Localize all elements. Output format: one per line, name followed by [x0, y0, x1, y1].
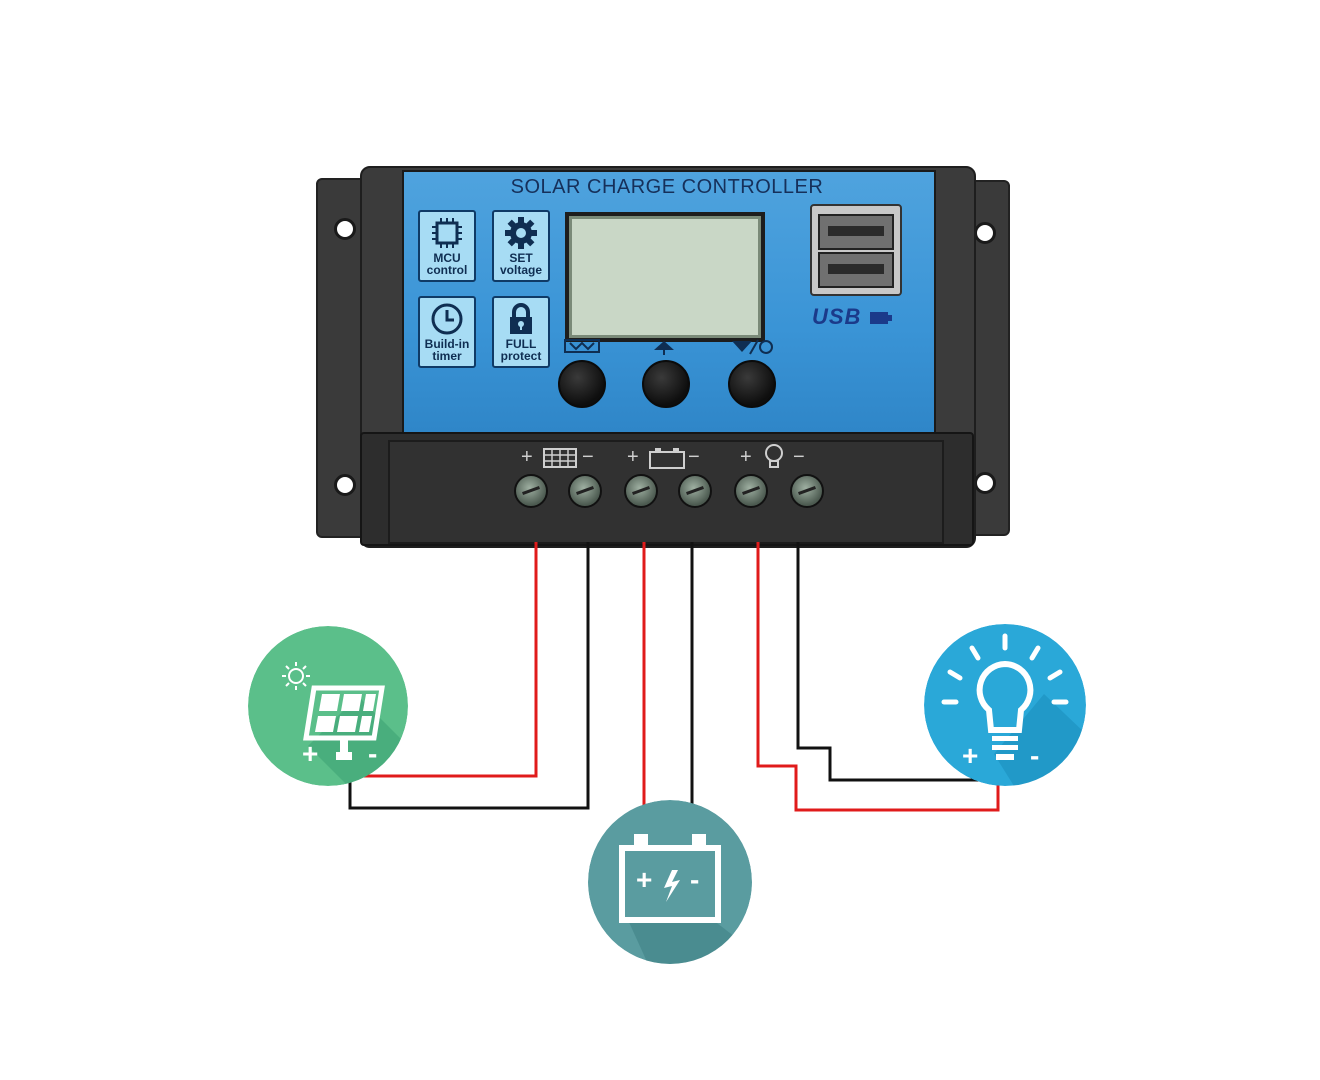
- load-minus-label: -: [1030, 740, 1040, 771]
- terminal-screw-solar-minus[interactable]: [568, 474, 602, 508]
- battery-minus-label: -: [690, 864, 700, 895]
- solar-panel-symbol-icon: [543, 448, 577, 468]
- battery-minus-symbol: −: [688, 446, 700, 468]
- controller-title: SOLAR CHARGE CONTROLLER: [510, 176, 824, 198]
- battery-device: + -: [588, 800, 752, 964]
- down-load-icon: [732, 339, 773, 355]
- solar-panel-device: + -: [248, 626, 408, 786]
- feature-label: voltage: [499, 263, 542, 277]
- usb-battery-icon: [869, 312, 892, 325]
- load-positive-wire: [756, 542, 1000, 812]
- solar-minus-label: -: [368, 738, 378, 769]
- menu-icon: [564, 339, 600, 353]
- solar-panel-icon: [248, 626, 408, 786]
- solar-minus-symbol: −: [582, 446, 594, 468]
- load-minus-symbol: −: [793, 446, 805, 468]
- battery-icon: [588, 800, 752, 964]
- mounting-hole: [334, 474, 356, 496]
- lock-icon: [510, 303, 532, 334]
- feature-label: FULL: [505, 337, 537, 351]
- usb-port[interactable]: [818, 214, 894, 250]
- gear-icon: [505, 217, 537, 249]
- terminal-screw-solar-plus[interactable]: [514, 474, 548, 508]
- lcd-screen: [565, 212, 765, 342]
- chip-icon: [432, 218, 462, 248]
- solar-negative-wire: [348, 542, 590, 810]
- battery-plus-symbol: +: [627, 446, 639, 468]
- terminal-block-front: [388, 440, 944, 544]
- light-bulb-device: + -: [924, 624, 1086, 786]
- menu-button[interactable]: [558, 360, 606, 408]
- battery-symbol-icon: [649, 448, 685, 469]
- terminal-screw-load-minus[interactable]: [790, 474, 824, 508]
- terminal-screw-battery-minus[interactable]: [678, 474, 712, 508]
- feature-label: control: [426, 263, 468, 277]
- feature-label: MCU: [433, 251, 461, 265]
- feature-label: timer: [432, 349, 462, 363]
- terminal-screw-battery-plus[interactable]: [624, 474, 658, 508]
- up-icon: [654, 341, 674, 355]
- battery-plus-label: +: [636, 864, 653, 895]
- solar-plus-symbol: +: [521, 446, 533, 468]
- feature-label: Build-in: [424, 337, 470, 351]
- usb-ports: [810, 204, 902, 296]
- up-button[interactable]: [642, 360, 690, 408]
- terminal-screw-load-plus[interactable]: [734, 474, 768, 508]
- feature-label: protect: [500, 349, 542, 363]
- load-plus-symbol: +: [740, 446, 752, 468]
- usb-label: USB: [812, 304, 893, 330]
- down-load-button[interactable]: [728, 360, 776, 408]
- load-plus-label: +: [962, 740, 979, 771]
- solar-plus-label: +: [302, 738, 319, 769]
- mounting-hole: [334, 218, 356, 240]
- bulb-symbol-icon: [765, 444, 783, 468]
- usb-port[interactable]: [818, 252, 894, 288]
- clock-icon: [431, 303, 463, 335]
- light-bulb-icon: [924, 624, 1086, 786]
- feature-label: SET: [509, 251, 533, 265]
- usb-label-text: USB: [812, 304, 862, 329]
